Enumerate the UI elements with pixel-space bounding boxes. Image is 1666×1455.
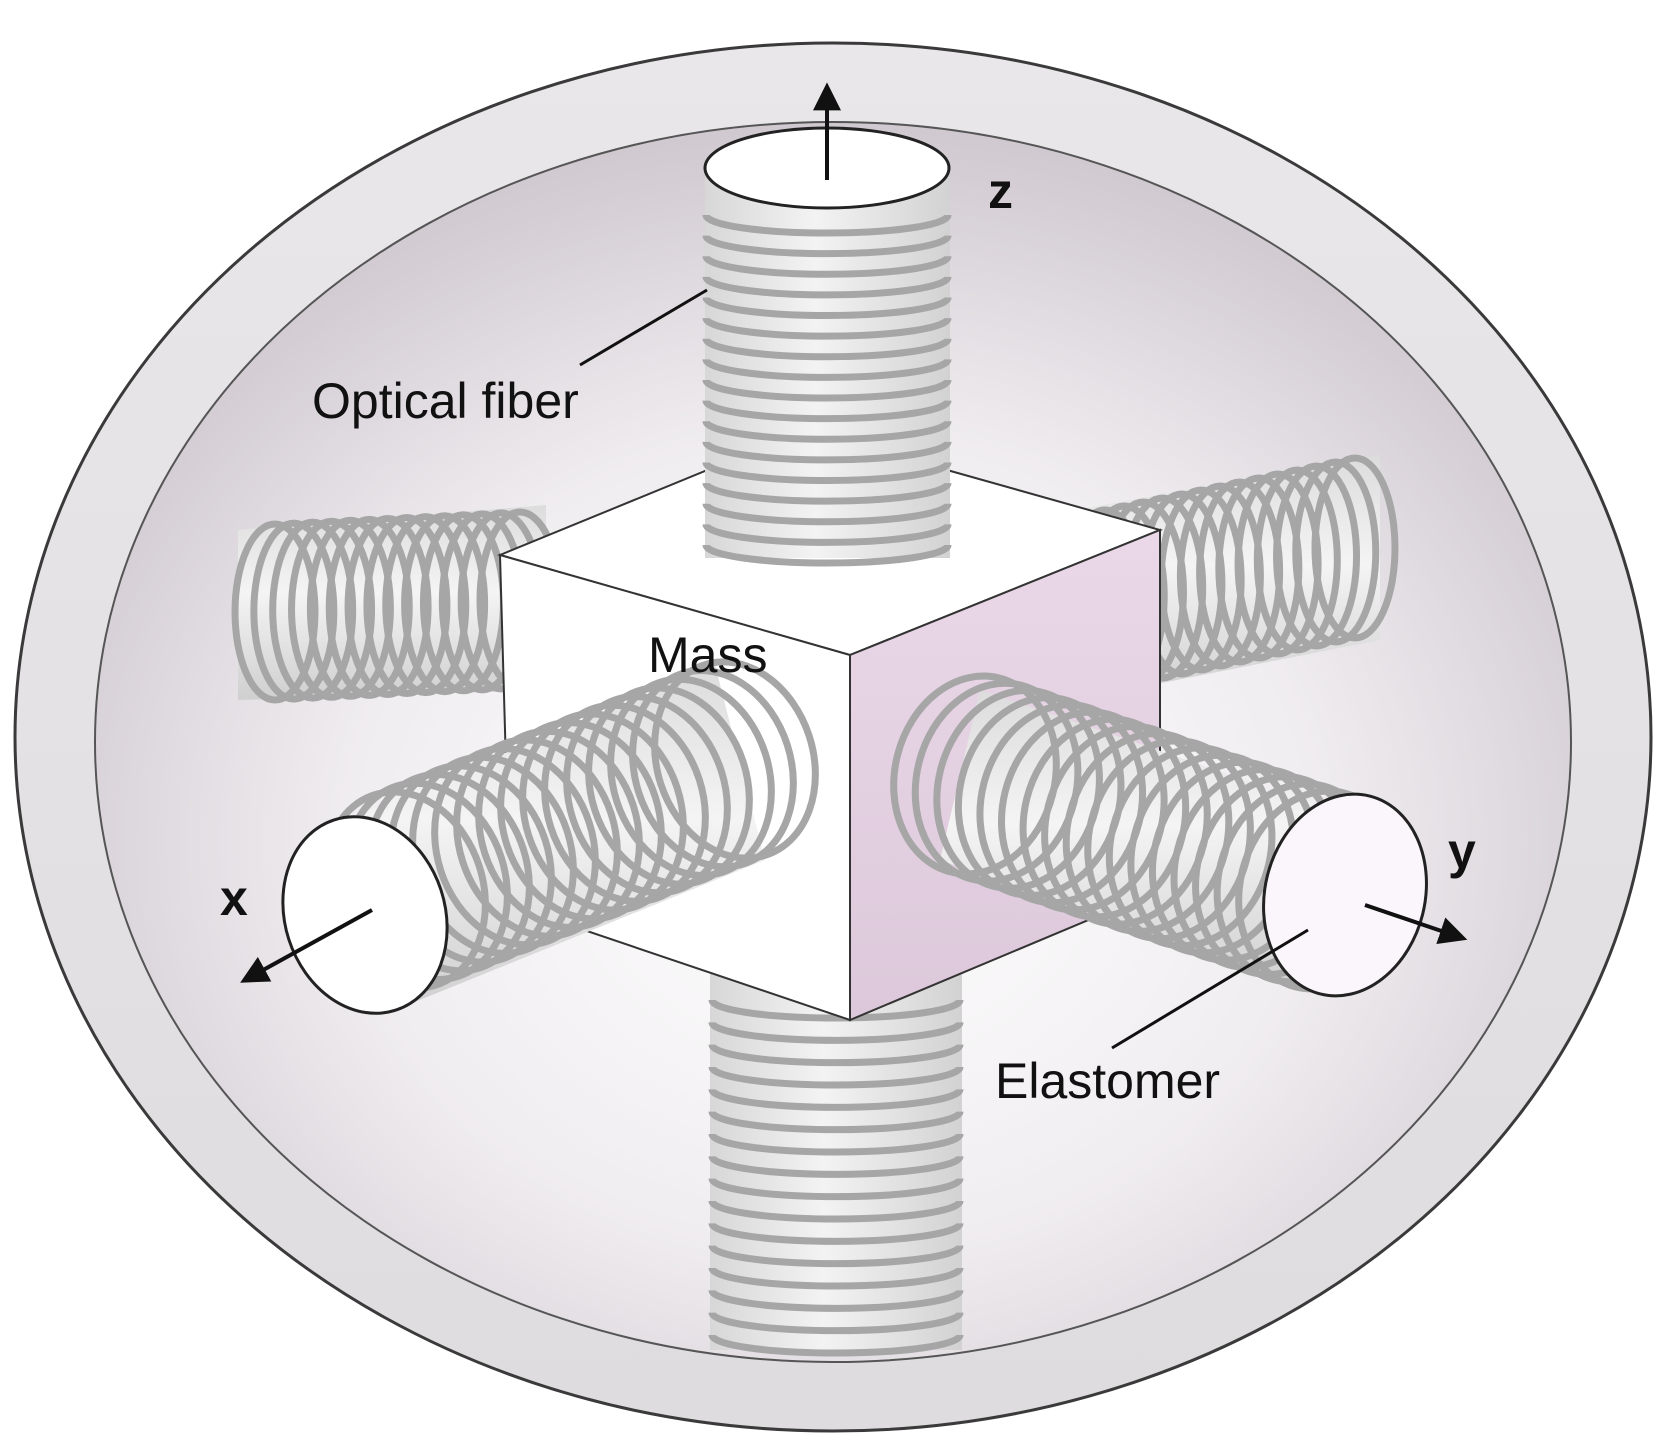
coil-winding (1292, 458, 1380, 646)
coil-front-right-end-cap (1262, 792, 1428, 998)
coil-winding (702, 420, 952, 443)
coil-front-left (281, 658, 819, 1015)
coil-bottom (708, 970, 964, 1357)
elastomer-label: Elastomer (995, 1053, 1220, 1109)
coil-winding (708, 1200, 964, 1223)
coil-winding (702, 276, 952, 299)
coil-winding (382, 513, 470, 697)
axis-z-label: z (988, 163, 1013, 219)
coil-winding (702, 461, 952, 484)
coil-winding (702, 234, 952, 258)
coil-winding (702, 317, 952, 340)
coil-winding (702, 502, 952, 526)
coil-winding (708, 1177, 964, 1201)
y-axis-arrow (1364, 903, 1468, 945)
coil-front-right (890, 672, 1428, 998)
coil-winding (708, 1133, 964, 1156)
coil-winding (702, 482, 952, 505)
x-axis-arrow (240, 908, 373, 983)
coil-winding (708, 1088, 964, 1111)
coil-winding (708, 1289, 964, 1312)
coil-winding (1311, 454, 1399, 642)
coil-winding (702, 255, 952, 278)
coil-winding (702, 337, 952, 361)
axis-y-label: y (1448, 823, 1476, 879)
coil-winding (708, 1110, 964, 1134)
coil-winding (231, 520, 319, 704)
coil-winding (702, 296, 952, 319)
coil-winding (651, 658, 819, 862)
coil-winding (401, 512, 489, 696)
optical-fiber-leader-line (579, 288, 708, 367)
coil-winding (702, 544, 952, 567)
coil-winding (708, 1021, 964, 1044)
coil-winding (288, 517, 376, 701)
coil-winding (702, 399, 952, 423)
coil-winding (363, 514, 451, 698)
mass-label: Mass (648, 627, 767, 683)
elastomer-leader-line (1111, 928, 1309, 1050)
coil-winding (708, 1043, 964, 1067)
coil-winding (708, 999, 964, 1022)
coil-winding (708, 1222, 964, 1245)
coil-winding (325, 515, 413, 699)
coil-winding (708, 1334, 964, 1357)
coil-winding (708, 1244, 964, 1268)
coil-winding (702, 358, 952, 381)
coil-winding (702, 441, 952, 464)
coil-top-turns (702, 214, 952, 567)
coil-winding (306, 516, 394, 700)
coil-winding (702, 379, 952, 402)
axis-x-label: x (220, 870, 248, 926)
coil-winding (708, 1155, 964, 1178)
coil-winding (708, 1311, 964, 1335)
optical-fiber-label: Optical fiber (312, 373, 579, 429)
coil-top (702, 126, 952, 567)
coil-winding (1273, 462, 1361, 650)
coil-winding (702, 214, 952, 237)
coil-winding (708, 1267, 964, 1290)
coil-winding (250, 519, 338, 703)
coil-winding (269, 518, 357, 702)
coil-bottom-turns (708, 999, 964, 1357)
coil-winding (344, 514, 432, 698)
coil-winding (702, 523, 952, 546)
coil-winding (1253, 466, 1341, 654)
coil-winding (708, 1066, 964, 1089)
